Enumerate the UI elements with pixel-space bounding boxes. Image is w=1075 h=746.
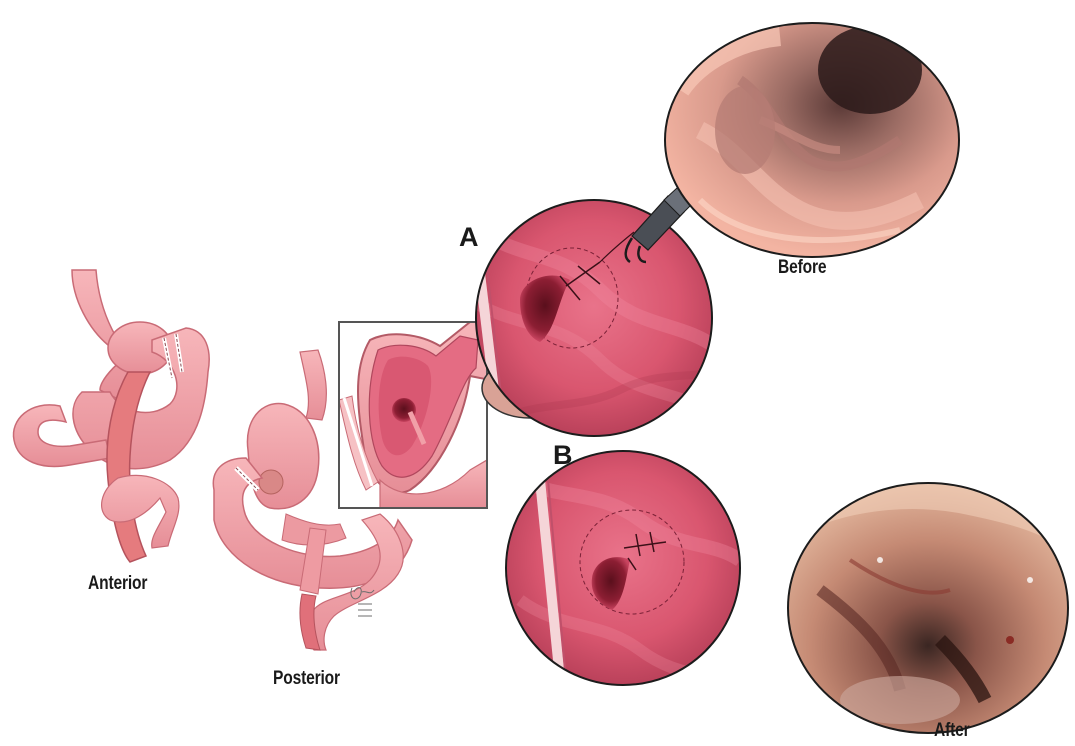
- anterior-anatomy: [13, 270, 209, 562]
- posterior-label: Posterior: [273, 668, 340, 690]
- before-photo: [665, 23, 959, 257]
- panel-b-label: B: [553, 440, 573, 471]
- anterior-label: Anterior: [88, 573, 147, 595]
- before-label: Before: [778, 257, 826, 279]
- after-photo: [788, 483, 1070, 733]
- after-label: After: [934, 720, 970, 742]
- panel-a-endoscopic-view: [470, 176, 720, 440]
- inset-detail: [339, 322, 490, 508]
- panel-a-label: A: [459, 222, 479, 253]
- panel-b-endoscopic-view: [506, 451, 740, 690]
